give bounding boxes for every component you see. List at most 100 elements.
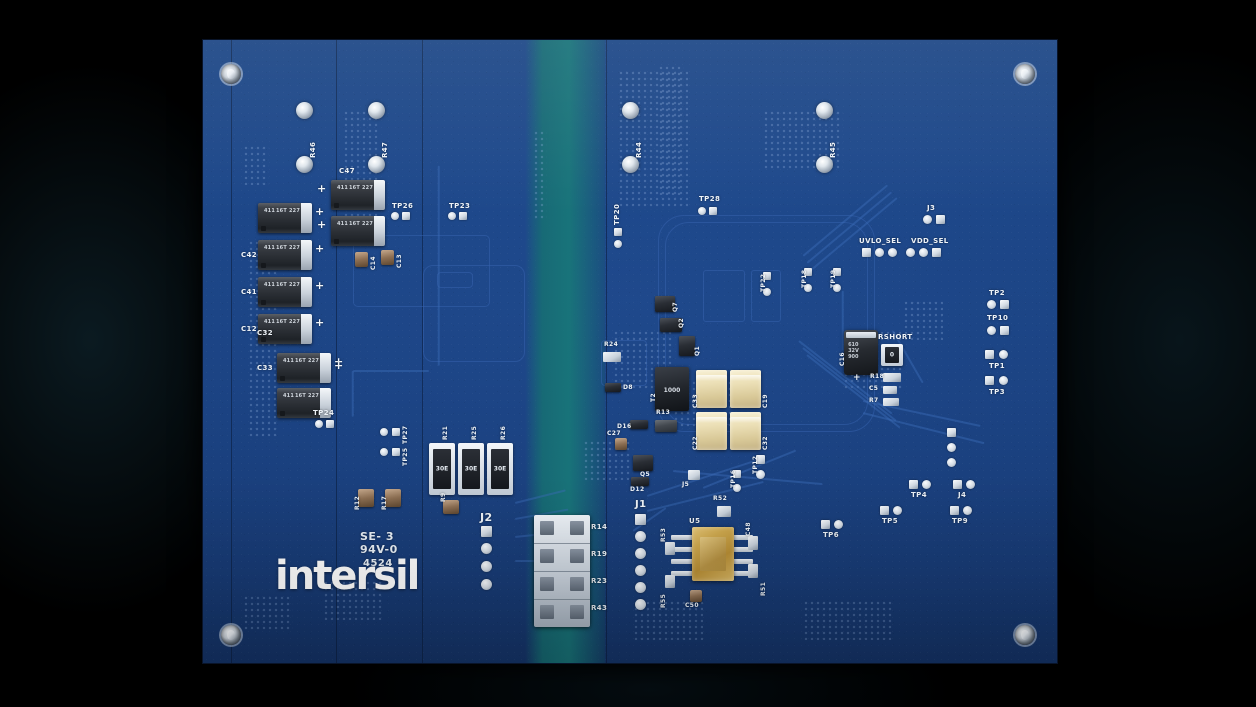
testpoint-tp19-pad[interactable] [833, 284, 841, 292]
testpoint-tp24-pad[interactable] [315, 420, 323, 428]
testpoint-tp4-pad[interactable] [922, 480, 931, 489]
vdd-sel-pin-2[interactable] [919, 248, 928, 257]
header-pad[interactable] [947, 428, 956, 437]
terminal-block[interactable] [534, 515, 590, 627]
j2-pin-1[interactable] [481, 526, 492, 537]
silk-tp26[interactable]: TP26 [392, 202, 414, 210]
resistor-marking: 30E [464, 465, 478, 473]
j1-pin-4[interactable] [635, 565, 646, 576]
silk-tp2[interactable]: TP2 [989, 289, 1005, 297]
resistor-core: 30E [462, 449, 480, 489]
silk-tp9[interactable]: TP9 [952, 517, 968, 525]
terminal-screw[interactable] [570, 605, 584, 619]
mounting-hole-top-left [221, 64, 241, 84]
testpoint-tp16-pad[interactable] [733, 484, 741, 492]
testpoint-tp27-pad[interactable] [392, 428, 400, 436]
terminal-screw[interactable] [540, 549, 554, 563]
silk-c42: C42 [241, 251, 258, 259]
testpoint-tp2-pad[interactable] [1000, 300, 1009, 309]
j2-pin-2[interactable] [481, 543, 492, 554]
j1-pin-5[interactable] [635, 582, 646, 593]
testpoint-tp9-pad[interactable] [950, 506, 959, 515]
vdd-sel-pin-1[interactable] [906, 248, 915, 257]
left-capacitor-bank: 411 16T 227 + C47 411 16T 227 + 411 16T … [203, 40, 1057, 663]
silk-tp5[interactable]: TP5 [882, 517, 898, 525]
j2-pin-4[interactable] [481, 579, 492, 590]
terminal-screw[interactable] [570, 549, 584, 563]
testpoint-tp23-pad[interactable] [459, 212, 467, 220]
testpoint-tp28-pad[interactable] [709, 207, 717, 215]
testpoint-tp18-pad[interactable] [804, 284, 812, 292]
silk-tp4[interactable]: TP4 [911, 491, 927, 499]
silk-tp6[interactable]: TP6 [823, 531, 839, 539]
j1-pin-6[interactable] [635, 599, 646, 610]
testpoint-tp12-pad[interactable] [756, 470, 765, 479]
testpoint-tp4-pad[interactable] [909, 480, 918, 489]
testpoint-tp12-pad[interactable] [756, 455, 765, 464]
j1-pin-2[interactable] [635, 531, 646, 542]
testpoint-tp6-pad[interactable] [821, 520, 830, 529]
testpoint-tp10-pad[interactable] [987, 326, 996, 335]
testpoint-tp20-pad[interactable] [614, 228, 622, 236]
j1-pin-1[interactable] [635, 514, 646, 525]
terminal-screw[interactable] [540, 605, 554, 619]
j2-pin-3[interactable] [481, 561, 492, 572]
testpoint-tp24-pad[interactable] [326, 420, 334, 428]
testpoint-tp20-pad[interactable] [614, 240, 622, 248]
testpoint-tp16-pad[interactable] [733, 470, 741, 478]
testpoint-tp2-pad[interactable] [987, 300, 996, 309]
testpoint-tp1-pad[interactable] [985, 350, 994, 359]
j3-pin-2[interactable] [936, 215, 945, 224]
j1-pin-3[interactable] [635, 548, 646, 559]
testpoint-tp26-pad[interactable] [402, 212, 410, 220]
header-pad[interactable] [947, 458, 956, 467]
capacitor-c13 [381, 250, 394, 265]
copper-pour [658, 215, 875, 432]
capacitor-c32-right [730, 412, 761, 450]
terminal-screw[interactable] [540, 521, 554, 535]
testpoint-tp10-pad[interactable] [1000, 326, 1009, 335]
silk-tp28[interactable]: TP28 [699, 195, 721, 203]
silk-tp3[interactable]: TP3 [989, 388, 1005, 396]
uvlo-sel-pin-3[interactable] [888, 248, 897, 257]
transistor-q2 [660, 318, 682, 332]
testpoint-tp5-pad[interactable] [893, 506, 902, 515]
testpoint-tp18-pad[interactable] [804, 268, 812, 276]
testpoint-tp22-pad[interactable] [763, 288, 771, 296]
testpoint-tp26-pad[interactable] [391, 212, 399, 220]
terminal-block-section[interactable] [203, 40, 1057, 663]
connector-j4-pin-2[interactable] [966, 480, 975, 489]
testpoint-tp25-pad[interactable] [392, 448, 400, 456]
terminal-screw[interactable] [570, 521, 584, 535]
via-field [533, 130, 547, 220]
testpoint-tp25-pad[interactable] [380, 448, 388, 456]
testpoint-tp1-pad[interactable] [999, 350, 1008, 359]
jumper-selectors[interactable]: J3 UVLO_SEL VDD_SEL [203, 40, 1057, 663]
vdd-sel-pin-3[interactable] [932, 248, 941, 257]
connector-j2[interactable]: J2 [203, 40, 1057, 663]
testpoint-tp6-pad[interactable] [834, 520, 843, 529]
testpoint-tp3-pad[interactable] [999, 376, 1008, 385]
uvlo-sel-pin-2[interactable] [875, 248, 884, 257]
connector-j4-pin-1[interactable] [953, 480, 962, 489]
connector-j5-pad[interactable] [688, 470, 700, 480]
testpoint-tp28-pad[interactable] [698, 207, 706, 215]
testpoint-tp19-pad[interactable] [833, 268, 841, 276]
silk-tp10[interactable]: TP10 [987, 314, 1009, 322]
testpoint-tp9-pad[interactable] [963, 506, 972, 515]
silk-tp23[interactable]: TP23 [449, 202, 471, 210]
j3-pin-1[interactable] [923, 215, 932, 224]
uvlo-sel-pin-1[interactable] [862, 248, 871, 257]
testpoint-tp22-pad[interactable] [763, 272, 771, 280]
terminal-screw[interactable] [570, 577, 584, 591]
silk-tp1[interactable]: TP1 [989, 362, 1005, 370]
resistor-r12 [358, 489, 374, 507]
terminal-screw[interactable] [540, 577, 554, 591]
header-pad[interactable] [947, 443, 956, 452]
testpoint-tp23-pad[interactable] [448, 212, 456, 220]
silk-tp24[interactable]: TP24 [313, 409, 335, 417]
testpoint-tp5-pad[interactable] [880, 506, 889, 515]
testpoint-tp27-pad[interactable] [380, 428, 388, 436]
testpoint-tp3-pad[interactable] [985, 376, 994, 385]
cap-marking: 227 [289, 282, 301, 288]
